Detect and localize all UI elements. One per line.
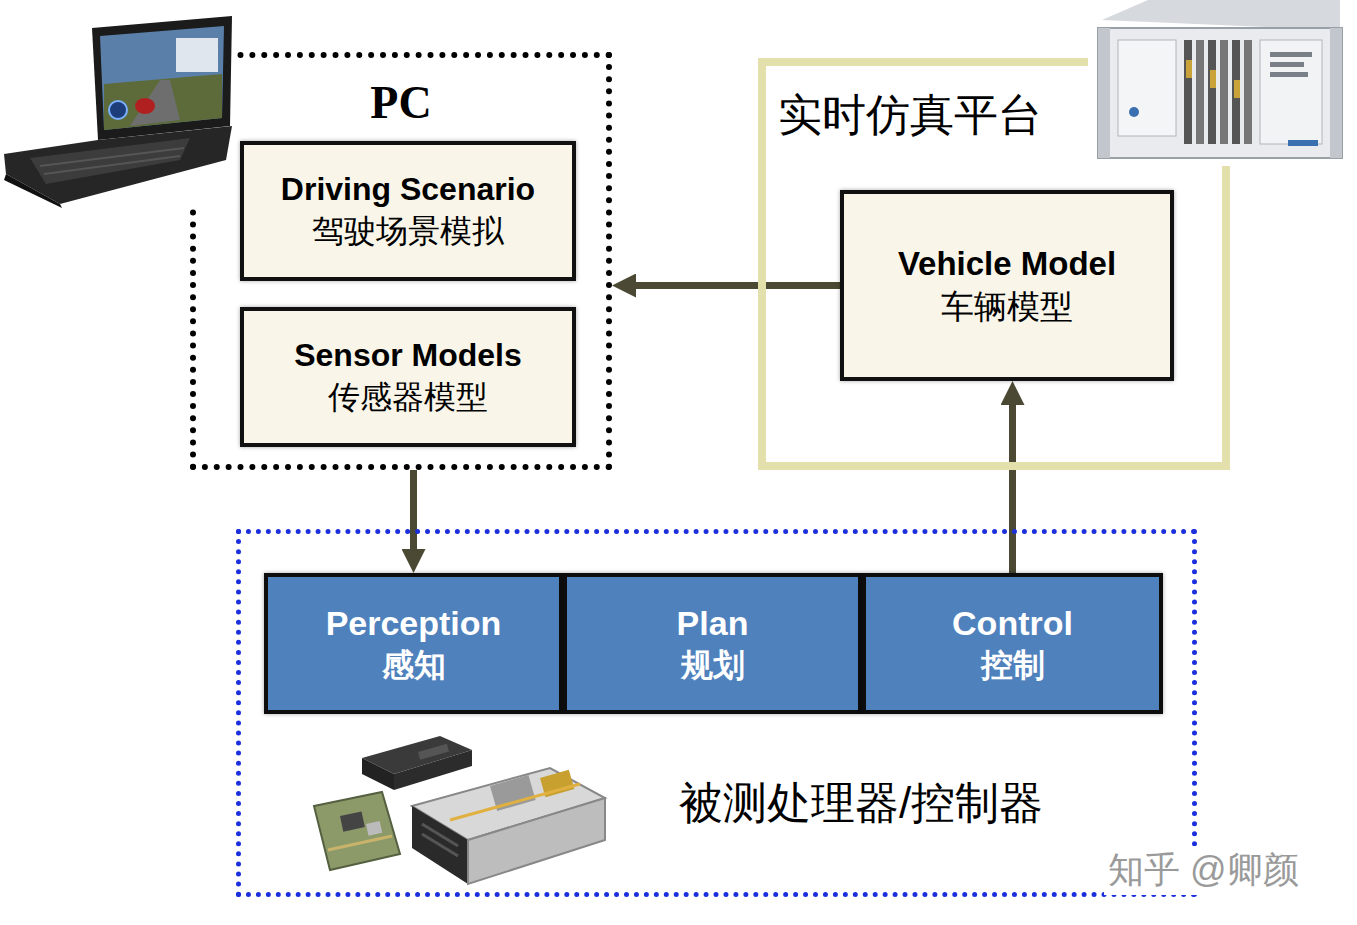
group-frame: Perception感知Plan规划Control控制被测处理器/控制器 (236, 529, 1197, 897)
ecu-box (362, 736, 472, 790)
flow-arrow (410, 470, 417, 549)
box-subtitle: 车辆模型 (941, 286, 1073, 329)
computer-chassis (412, 768, 605, 884)
circuit-board (314, 792, 400, 870)
box-title: Sensor Models (294, 335, 522, 377)
process-box: Sensor Models传感器模型 (240, 307, 576, 447)
box-subtitle: 感知 (382, 645, 446, 687)
box-subtitle: 驾驶场景模拟 (312, 211, 504, 253)
hardware-illustration (300, 728, 620, 888)
laptop-illustration (0, 14, 236, 208)
group-heading: 实时仿真平台 (778, 86, 1042, 145)
process-box: Plan规划 (563, 573, 862, 714)
server-illustration (1088, 0, 1350, 166)
box-subtitle: 控制 (981, 645, 1045, 687)
box-subtitle: 传感器模型 (328, 377, 488, 419)
laptop-screen-bezel (92, 16, 232, 140)
box-subtitle: 规划 (681, 645, 745, 687)
process-box: Perception感知 (264, 573, 563, 714)
process-box: Driving Scenario驾驶场景模拟 (240, 141, 576, 281)
flow-arrow (636, 282, 840, 289)
box-title: Driving Scenario (281, 169, 535, 211)
group-heading: PC (196, 76, 606, 129)
box-title: Vehicle Model (898, 243, 1116, 286)
group-heading: 被测处理器/控制器 (679, 774, 1043, 833)
box-title: Perception (326, 601, 502, 645)
process-box: Vehicle Model车辆模型 (840, 190, 1174, 381)
watermark: 知乎 @卿颜 (1104, 846, 1303, 895)
laptop-screen (100, 26, 224, 130)
box-title: Plan (677, 601, 749, 645)
box-title: Control (952, 601, 1073, 645)
server-front (1098, 28, 1342, 158)
flow-arrow (1009, 405, 1016, 573)
group-frame: Driving Scenario驾驶场景模拟 Sensor Models传感器模型… (190, 52, 612, 470)
process-box: Control控制 (862, 573, 1163, 714)
